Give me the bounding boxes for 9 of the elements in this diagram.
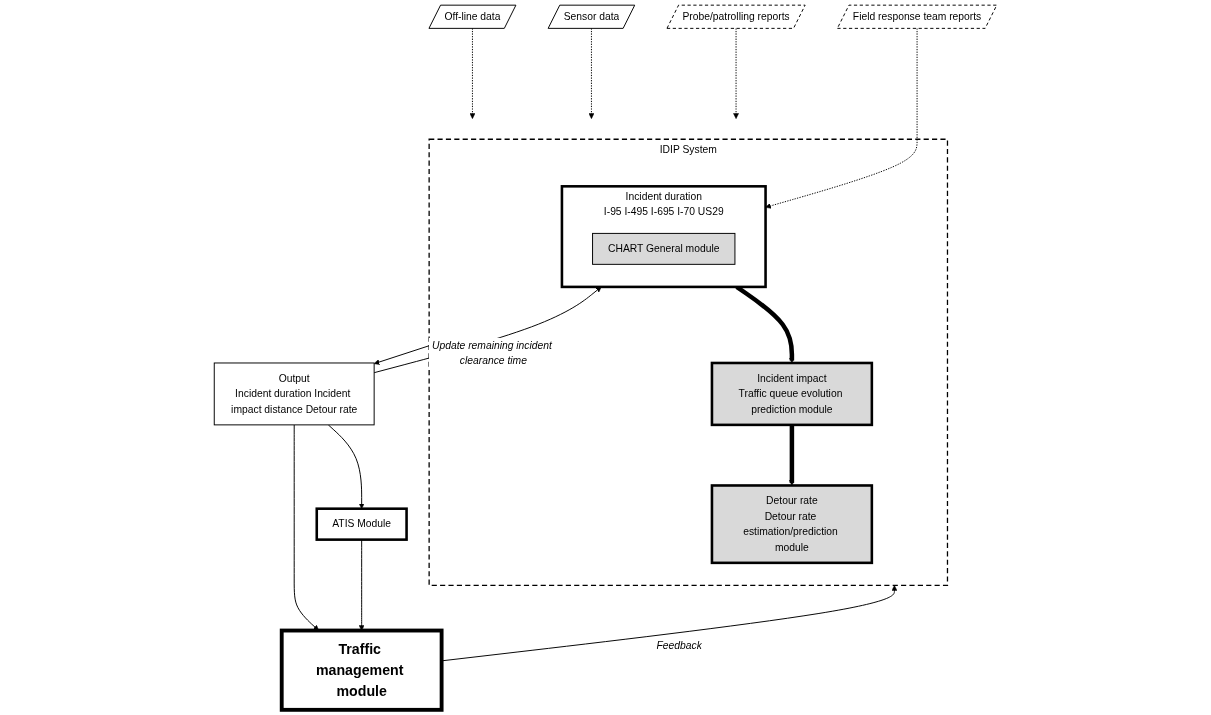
node-box: Incident impact Traffic queue evolution prediction module [710,361,874,427]
arrow [789,424,795,486]
node-box: Detour rate Detour rate estimation/prediction module [710,484,874,565]
edge-label: Feedback [656,639,702,651]
node-box: Output Incident duration Incident impact distance Detour rate [213,362,375,426]
node-box: CHART General module [592,232,736,265]
edge-label: Update remaining incident clearance time [432,339,552,367]
node-box: ATIS Module [315,507,408,541]
node-box: Traffic management module [279,628,444,712]
